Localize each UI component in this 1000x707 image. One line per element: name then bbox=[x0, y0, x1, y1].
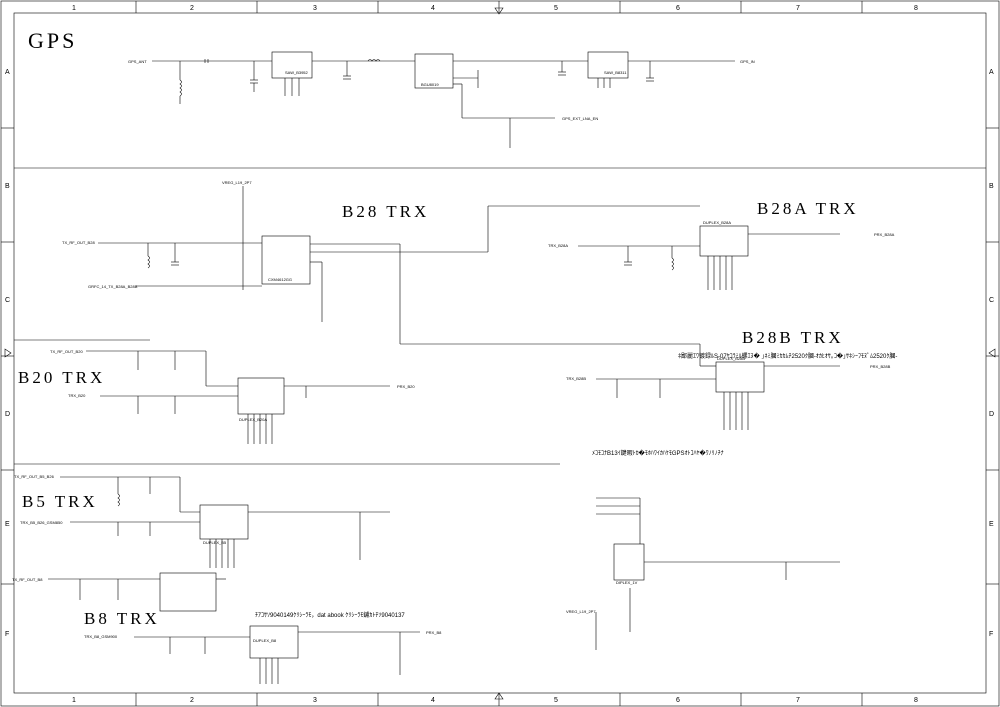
col-label: 5 bbox=[554, 5, 558, 12]
row-label: E bbox=[5, 521, 10, 528]
col-label: 2 bbox=[190, 697, 194, 704]
net-label-tx-rf-out-b8: TX_RF_OUT_B8 bbox=[12, 577, 43, 582]
net-label-tx-rf-out-b20: TX_RF_OUT_B20 bbox=[50, 349, 83, 354]
section-title-b20: B20 TRX bbox=[18, 368, 105, 387]
section-title-b28: B28 TRX bbox=[342, 202, 429, 221]
col-label: 5 bbox=[554, 697, 558, 704]
col-label: 6 bbox=[676, 5, 680, 12]
row-label: D bbox=[5, 411, 10, 418]
col-label: 3 bbox=[313, 697, 317, 704]
row-label: E bbox=[989, 521, 994, 528]
b20-duplexer bbox=[237, 377, 285, 415]
part-label: CXM4612GG bbox=[268, 277, 292, 282]
col-label: 7 bbox=[796, 697, 800, 704]
net-label-grfc14: GRFC_14_TX_B28A_B28B bbox=[88, 284, 138, 289]
part-label: SAW_B3952 bbox=[285, 70, 309, 75]
b5-duplexer bbox=[199, 504, 249, 540]
row-label: F bbox=[5, 631, 9, 638]
row-label: D bbox=[989, 411, 994, 418]
row-label: A bbox=[5, 69, 10, 76]
row-label: A bbox=[989, 69, 994, 76]
part-label: DUPLEX_B28A bbox=[703, 220, 731, 225]
gps-lna bbox=[414, 53, 454, 89]
net-label-trx-b28a: TRX_B28A bbox=[548, 243, 568, 248]
center-arrow-left bbox=[4, 348, 12, 358]
col-label: 3 bbox=[313, 5, 317, 12]
part-label: DUPLEX_B8 bbox=[253, 638, 277, 643]
col-label: 1 bbox=[72, 697, 76, 704]
net-label-vreg-diplexer: VREG_L19_2P7 bbox=[566, 609, 596, 614]
col-label: 2 bbox=[190, 5, 194, 12]
net-label-vreg-b28: VREG_L19_2P7 bbox=[222, 180, 252, 185]
b8-duplexer bbox=[249, 625, 299, 659]
b8-switch bbox=[159, 572, 217, 612]
net-label-tx-rf-out-b5: TX_RF_OUT_B5_B26 bbox=[14, 474, 55, 479]
row-label: F bbox=[989, 631, 993, 638]
net-label-prx-b20: PRX_B20 bbox=[397, 384, 415, 389]
note-b28b: ﾈ鄙麗ｴﾜ镀録ﾙS-07ﾔｺﾗﾐﾙ螺ｴﾇ� ｣ﾈﾐ膕ﾐｶｶﾑﾁ2520ｸ膕-ｵｶ… bbox=[678, 352, 897, 360]
section-title-gps: GPS bbox=[28, 28, 77, 53]
net-label-prx-b28a: PRX_B28A bbox=[874, 232, 895, 237]
col-label: 8 bbox=[914, 5, 918, 12]
section-title-b28a: B28A TRX bbox=[757, 199, 859, 218]
col-label: 8 bbox=[914, 697, 918, 704]
net-label-tx-rf-out-b28: TX_RF_OUT_B28 bbox=[62, 240, 95, 245]
net-label-trx-b5: TRX_B5_B26_GSM850 bbox=[20, 520, 63, 525]
col-label: 6 bbox=[676, 697, 680, 704]
col-label: 4 bbox=[431, 697, 435, 704]
section-title-b28b: B28B TRX bbox=[742, 328, 844, 347]
b28a-duplexer bbox=[699, 225, 749, 257]
section-title-b5: B5 TRX bbox=[22, 492, 98, 511]
b28-switch bbox=[261, 235, 311, 285]
note-b13: ﾒｺﾓｺﾅB13ｲ鍵暇ﾄｶ�ﾓﾎﾊﾜｲｶﾊｹﾓGPSｵﾄｺﾊﾔ�ﾜﾉﾘﾉﾁﾅ bbox=[592, 449, 724, 457]
net-label-gps-in: GPS_IN bbox=[740, 59, 755, 64]
center-arrow-bottom bbox=[494, 692, 504, 700]
center-arrow-right bbox=[988, 348, 996, 358]
col-label: 1 bbox=[72, 5, 76, 12]
col-label: 4 bbox=[431, 5, 435, 12]
col-label: 7 bbox=[796, 5, 800, 12]
row-label: B bbox=[989, 183, 994, 190]
net-label-prx-b28b: PRX_B28B bbox=[870, 364, 891, 369]
gps-saw-filter-2 bbox=[587, 51, 629, 79]
net-label-trx-b8: TRX_B8_GSM900 bbox=[84, 634, 118, 639]
net-label-gps-ext-lna-en: GPS_EXT_LNA_EN bbox=[562, 116, 598, 121]
part-label: SAW_B8311 bbox=[604, 70, 627, 75]
part-label: DUPLEX_B28B bbox=[717, 356, 745, 361]
diplexer bbox=[613, 543, 645, 581]
center-arrow-top bbox=[494, 7, 504, 15]
row-label: C bbox=[989, 297, 994, 304]
part-label: DIPLEX_1V bbox=[616, 580, 638, 585]
section-title-b8: B8 TRX bbox=[84, 609, 160, 628]
row-label: B bbox=[5, 183, 10, 190]
part-label: DUPLEX_B5 bbox=[203, 540, 227, 545]
net-label-gps-ant: GPS_ANT bbox=[128, 59, 147, 64]
net-label-prx-b8: PRX_B8 bbox=[426, 630, 442, 635]
part-label: DUPLEX_B20A bbox=[239, 417, 267, 422]
net-label-trx-b20: TRX_B20 bbox=[68, 393, 86, 398]
part-label: BGU8019 bbox=[421, 82, 439, 87]
b28b-duplexer bbox=[715, 361, 765, 393]
row-label: C bbox=[5, 297, 10, 304]
note-b8: ﾁｱｺｻｿ9040149ｹﾘｼｰﾗﾓ，dat abook ｹﾘｼｰﾗﾓ鑢ｶﾄﾁｿ… bbox=[255, 611, 405, 619]
net-label-trx-b28b: TRX_B28B bbox=[566, 376, 586, 381]
